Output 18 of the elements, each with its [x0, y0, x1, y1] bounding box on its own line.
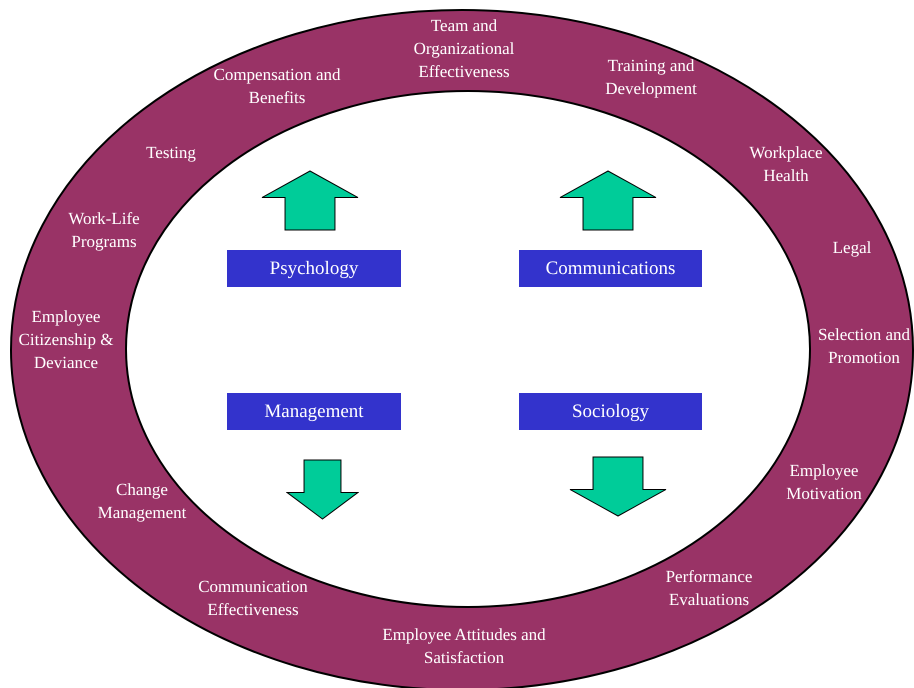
- topic-label: Change Management: [96, 479, 188, 524]
- topic-label: Team and Organizational Effectiveness: [412, 15, 516, 83]
- discipline-box: Sociology: [519, 393, 702, 430]
- topic-label: Work-Life Programs: [67, 208, 141, 253]
- topic-label: Compensation and Benefits: [212, 64, 342, 109]
- topic-label: Training and Development: [604, 55, 698, 100]
- discipline-box: Management: [227, 393, 401, 430]
- topic-label: Selection and Promotion: [816, 324, 912, 369]
- topic-label: Communication Effectiveness: [197, 576, 309, 621]
- topic-label: Employee Attitudes and Satisfaction: [381, 624, 547, 669]
- discipline-box: Communications: [519, 250, 702, 287]
- topic-label: Workplace Health: [748, 142, 824, 187]
- topic-label: Employee Citizenship & Deviance: [18, 306, 114, 374]
- discipline-box: Psychology: [227, 250, 401, 287]
- topic-label: Testing: [145, 142, 197, 164]
- topic-label: Legal: [832, 237, 872, 259]
- topic-label: Performance Evaluations: [664, 566, 754, 611]
- topic-label: Employee Motivation: [785, 460, 863, 505]
